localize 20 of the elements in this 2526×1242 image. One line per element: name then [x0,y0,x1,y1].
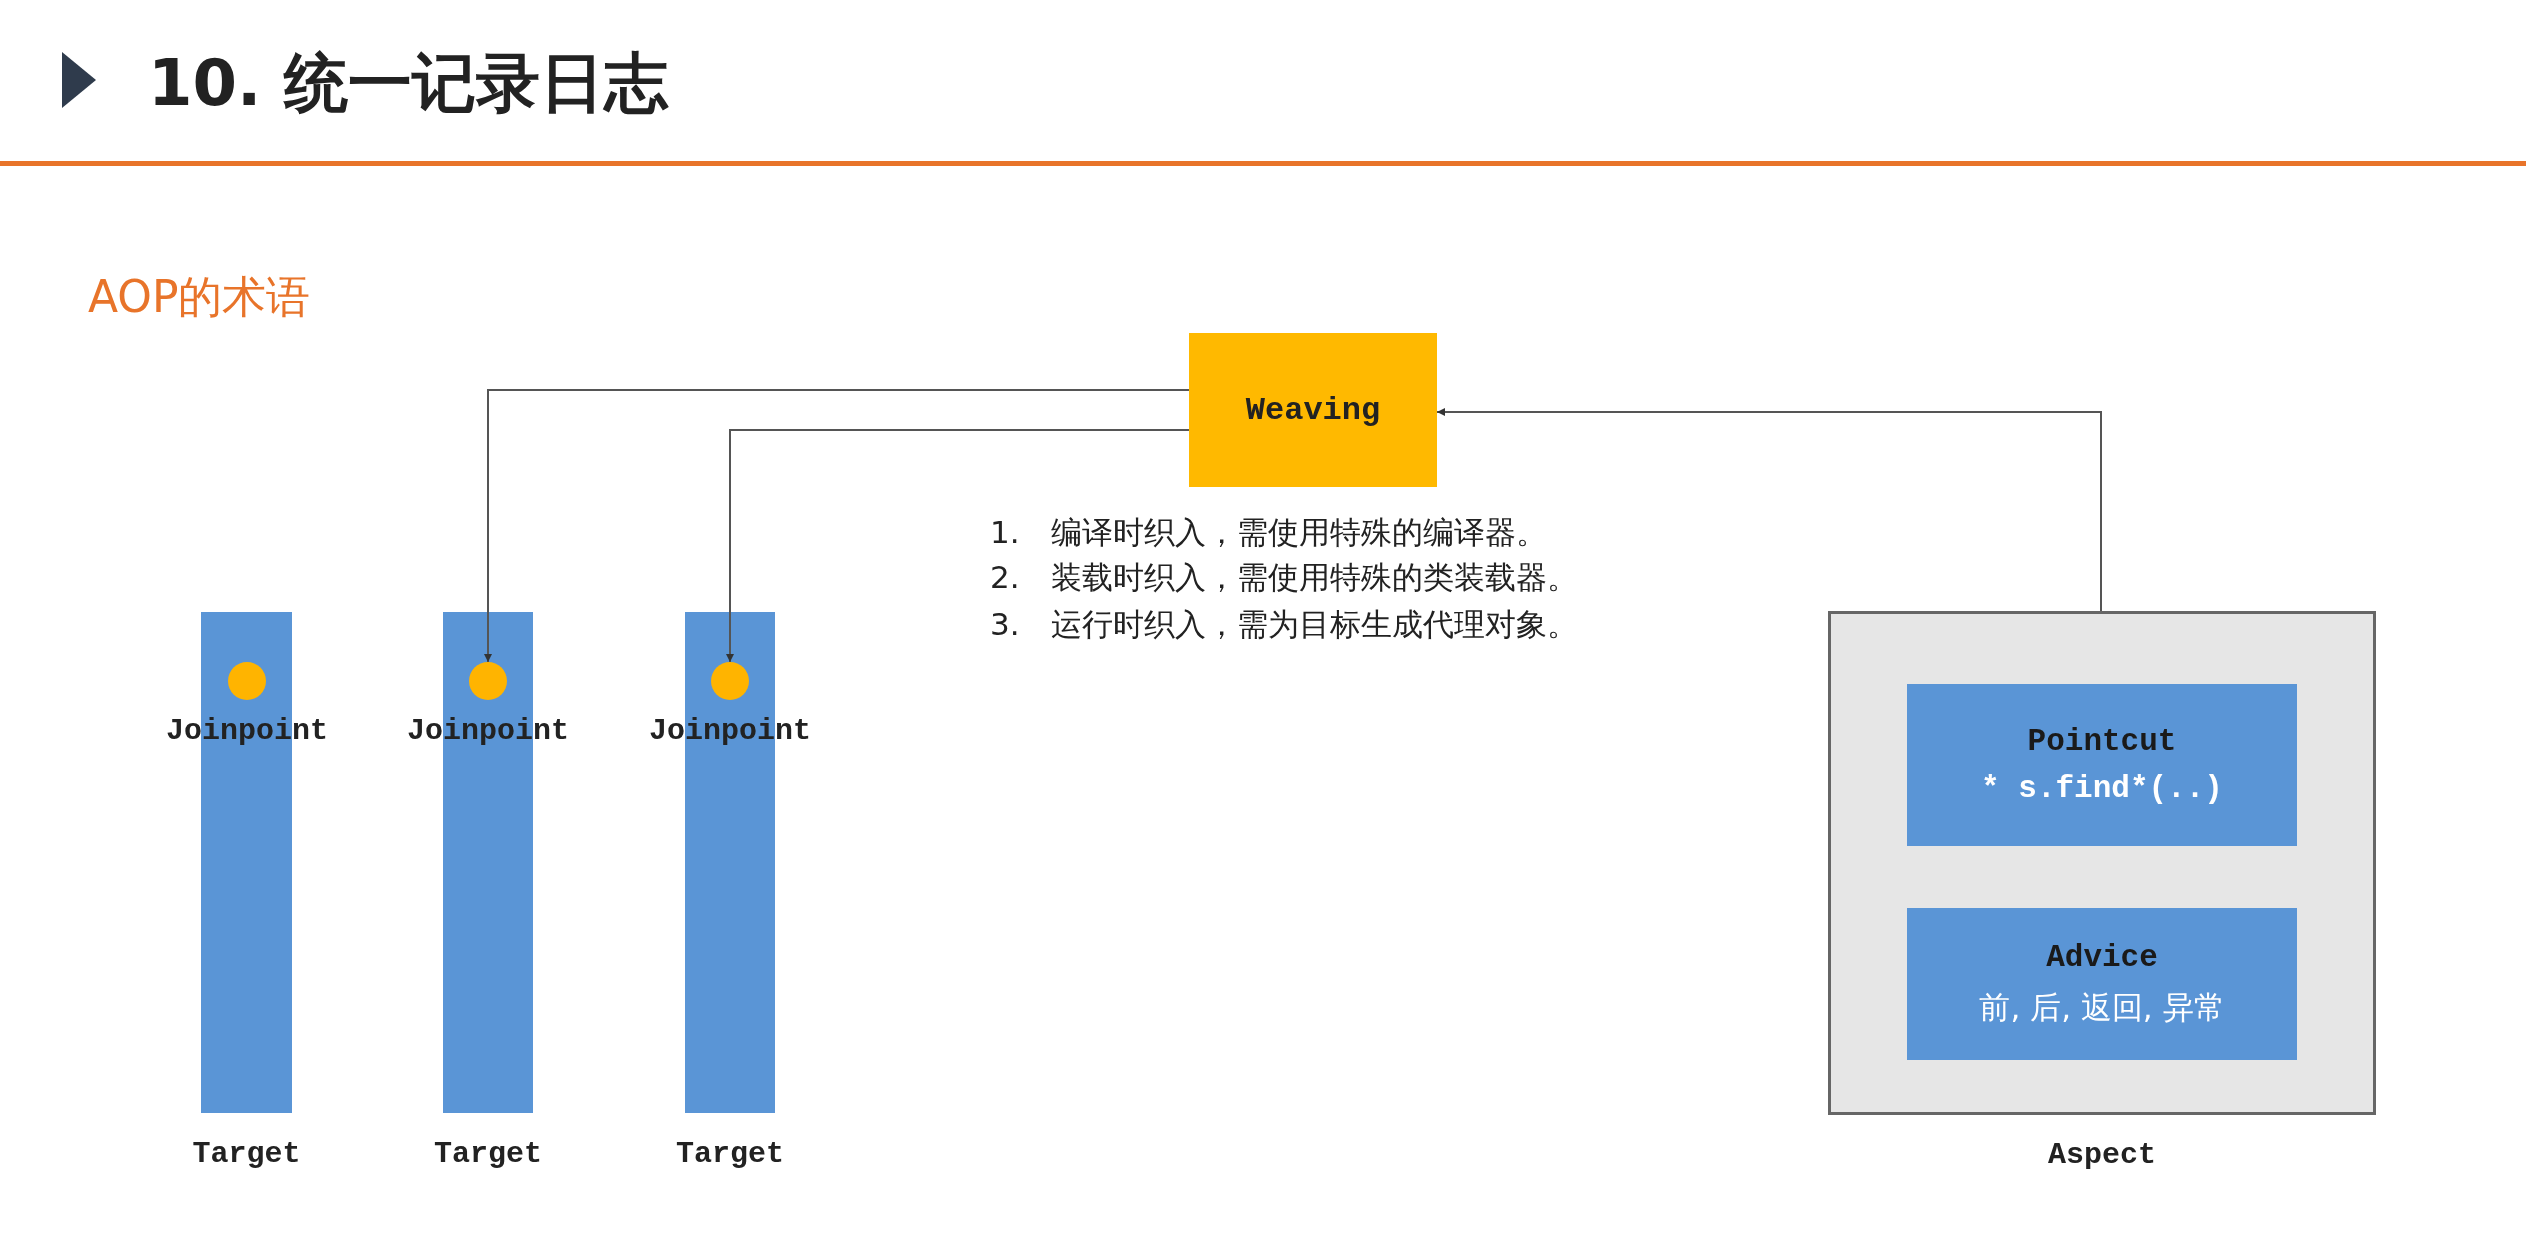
title: 10. 统一记录日志 [148,45,668,122]
bar-label: Target [675,1137,785,1171]
list-item: 3. 运行时织入，需为目标生成代理对象。 [990,605,1578,644]
box-text: * s.find*(..) [1981,771,2223,806]
arrow [726,429,1190,663]
list-item: 2. 装载时织入，需使用特殊的类装载器。 [990,558,1578,597]
arrow [484,389,1190,663]
bar-label: Target [433,1137,543,1171]
list-item: 1. 编译时织入，需使用特殊的编译器。 [990,513,1547,552]
panel-label: Aspect [2047,1138,2157,1172]
process-box [1907,908,2297,1060]
process-box [1189,333,1437,487]
process-box [1907,684,2297,846]
box-label: Weaving [1245,391,1381,429]
box-text: 前, 后, 返回, 异常 [1979,987,2225,1027]
bar-label: Target [191,1137,302,1171]
box-heading: Pointcut [2027,724,2177,759]
arrow [1436,408,2102,612]
box-heading: Advice [2046,939,2158,975]
subtitle: AOP的术语 [88,270,311,324]
